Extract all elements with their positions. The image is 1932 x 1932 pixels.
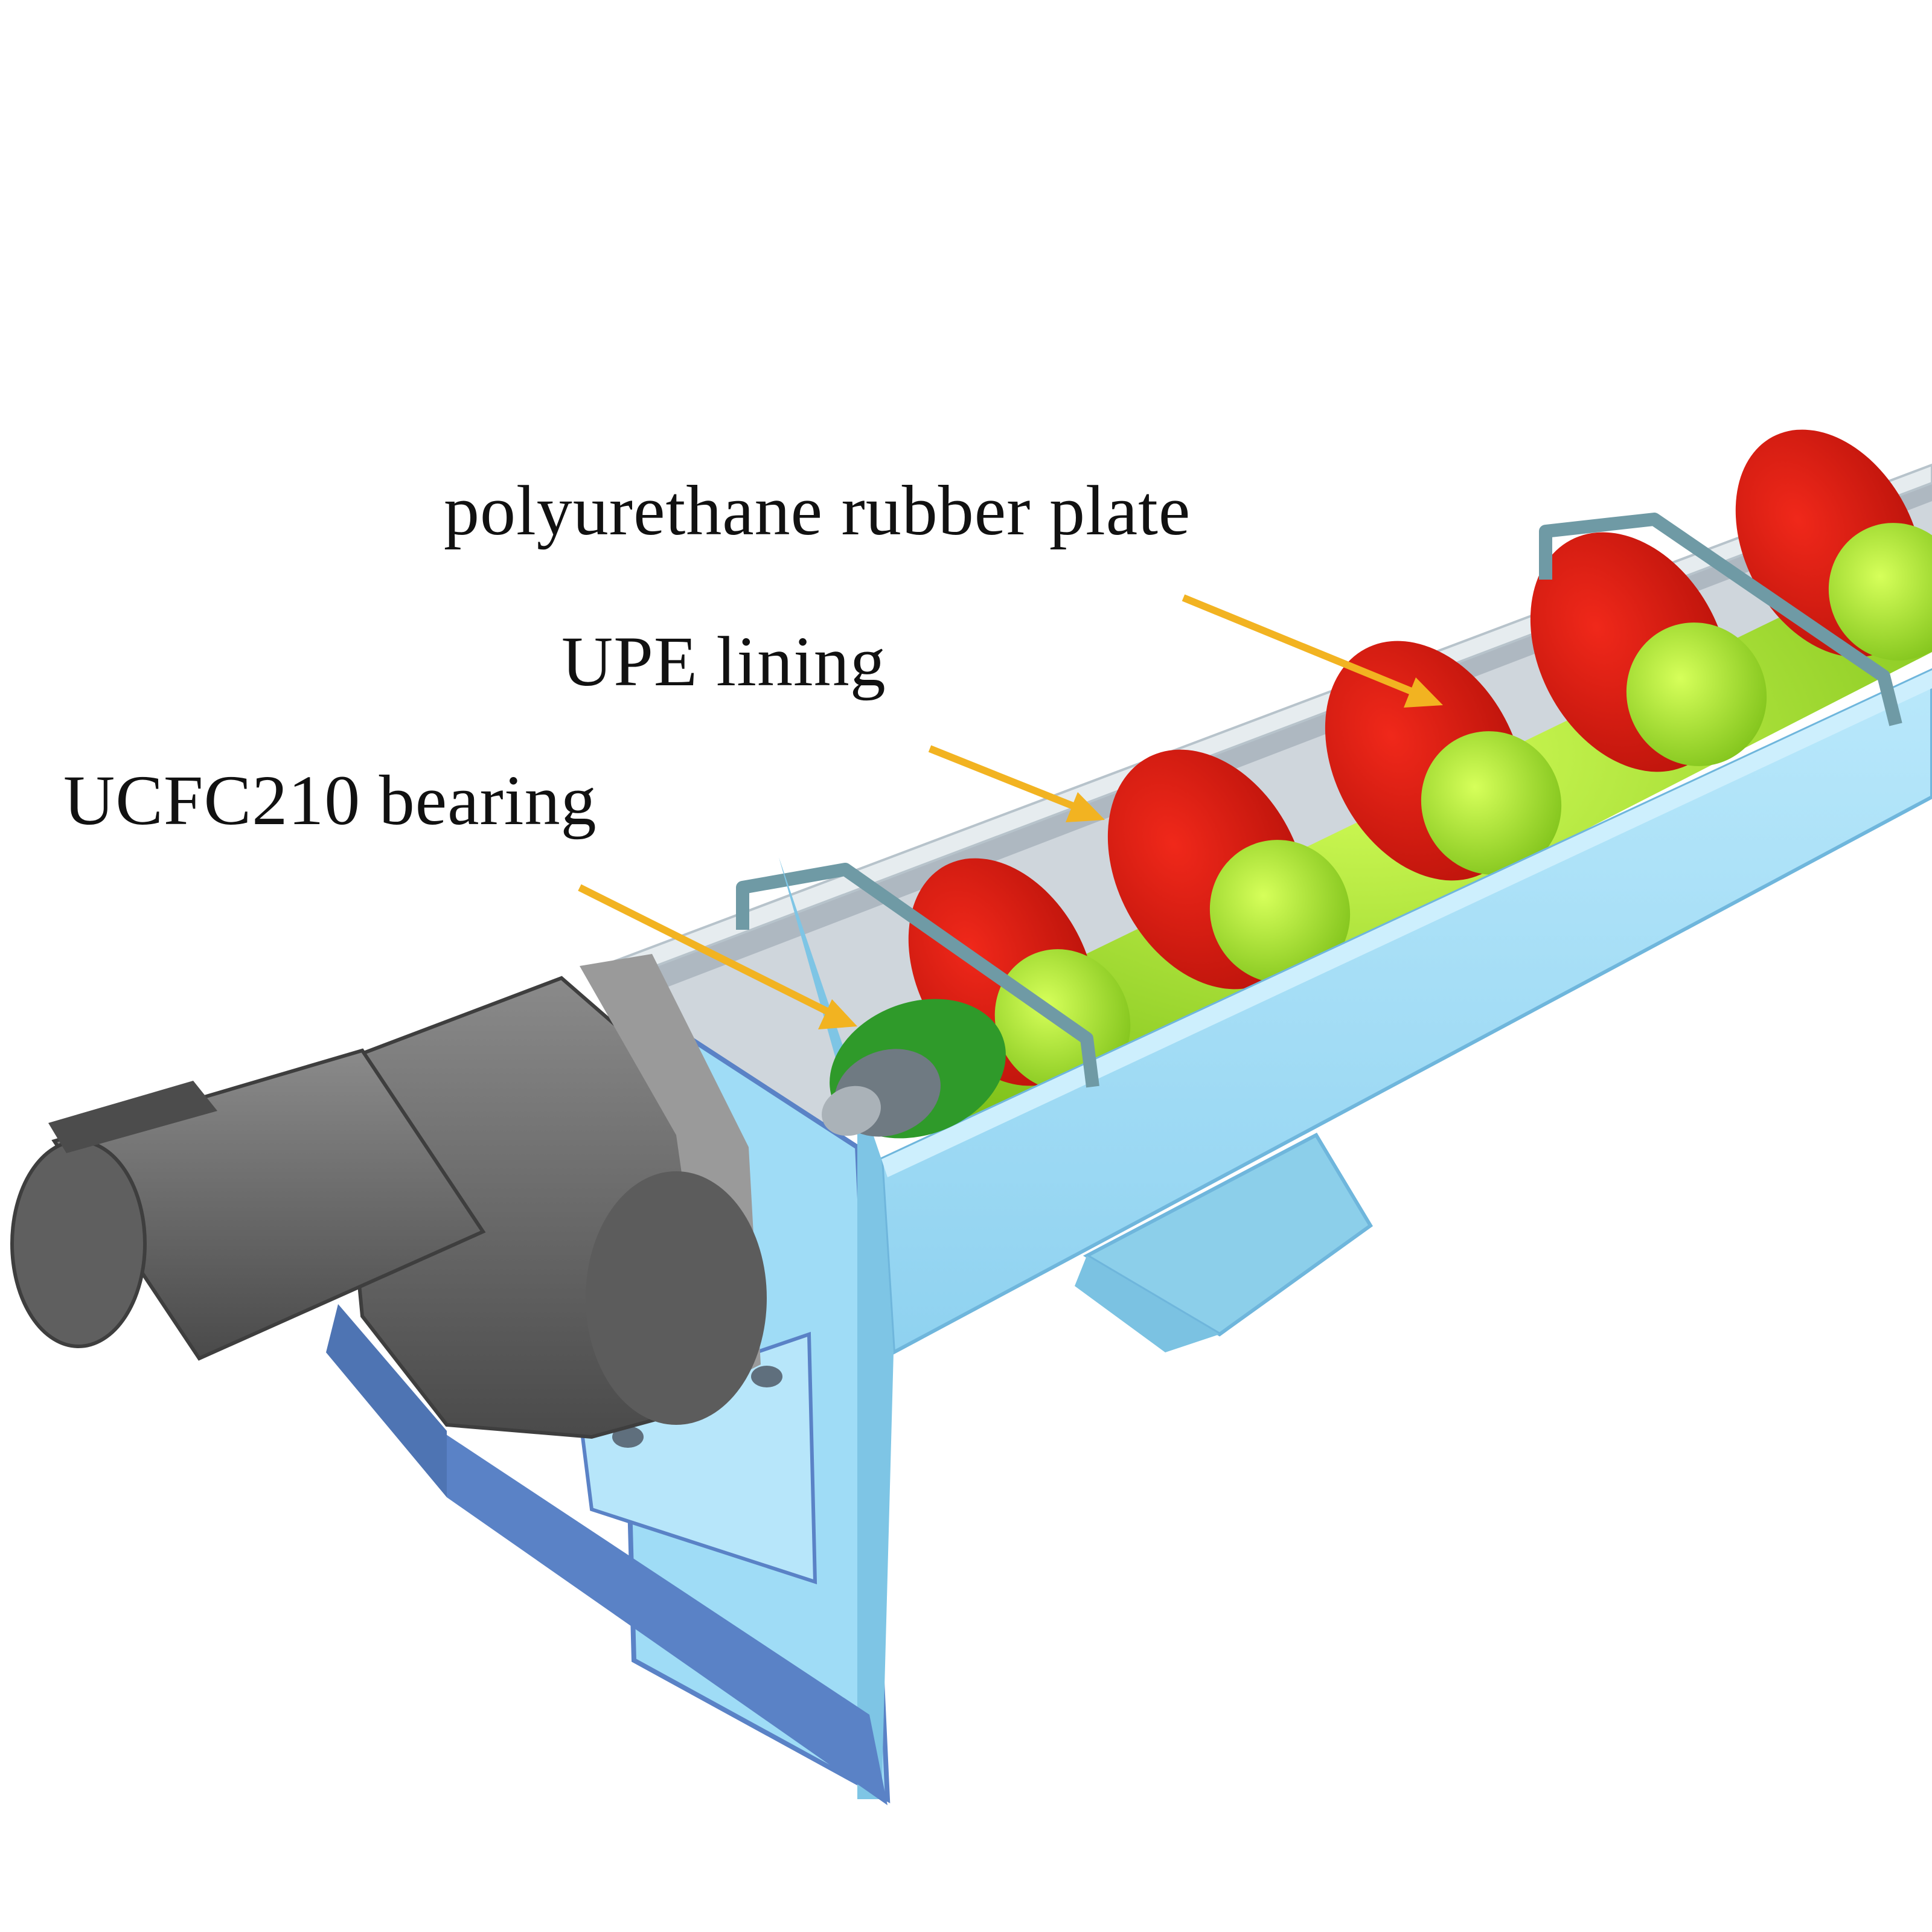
shaft-segment-4 xyxy=(1626,622,1767,766)
bolt-hole-2 xyxy=(751,1366,782,1387)
motor-end-cap xyxy=(10,1139,147,1348)
label-ucfc210-bearing: UCFC210 bearing xyxy=(63,761,597,840)
screw-flights xyxy=(908,429,1932,1092)
label-upe-lining: UPE lining xyxy=(561,622,886,701)
shaft-end xyxy=(822,1086,881,1136)
ucfc210-bearing xyxy=(822,999,1006,1139)
support-leg xyxy=(1075,1133,1373,1352)
drive-base xyxy=(326,1304,888,1805)
arrow-polyurethane xyxy=(1182,594,1443,708)
arrow-bearing xyxy=(578,884,857,1029)
hanger-bracket-2 xyxy=(1539,513,1902,726)
shaft-segment-3 xyxy=(1421,731,1562,875)
arrow-upe xyxy=(928,745,1105,822)
trough-front-wall xyxy=(879,668,1932,1355)
shaft-segment-5 xyxy=(1828,523,1932,661)
hanger-brackets xyxy=(736,513,1902,1088)
label-polyurethane-rubber-plate: polyurethane rubber plate xyxy=(444,471,1191,550)
bolt-hole-1 xyxy=(612,1426,644,1448)
hanger-bracket-1 xyxy=(736,863,1099,1088)
shaft-segment-2 xyxy=(1209,840,1351,984)
motor xyxy=(10,1048,486,1361)
gearbox xyxy=(336,954,767,1439)
gearbox-side-circle xyxy=(586,1171,767,1425)
callout-arrows xyxy=(578,594,1443,1029)
